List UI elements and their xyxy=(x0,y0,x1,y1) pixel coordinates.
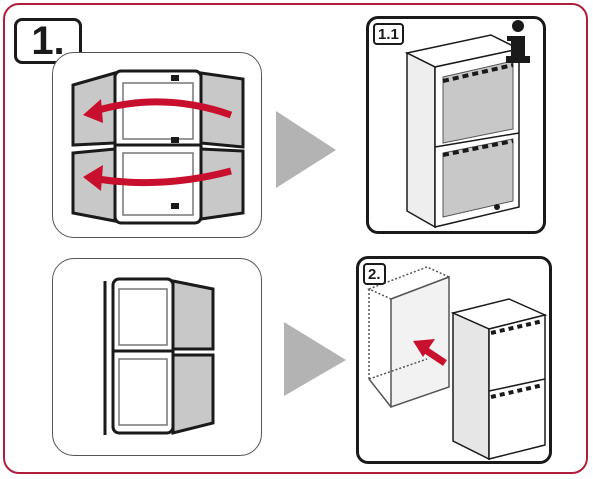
step-1-1-badge: 1.1 xyxy=(373,23,404,45)
fridge-doors-open-illustration xyxy=(53,53,263,239)
panel-door-reversal xyxy=(52,52,262,238)
step-2-badge: 2. xyxy=(363,263,386,285)
fridge-doors-hinged-illustration xyxy=(53,259,263,457)
fridge-insertion-illustration xyxy=(359,259,555,467)
panel-step-2: 2. xyxy=(356,256,552,464)
info-icon xyxy=(503,20,533,66)
panel-doors-hinged xyxy=(52,258,262,456)
